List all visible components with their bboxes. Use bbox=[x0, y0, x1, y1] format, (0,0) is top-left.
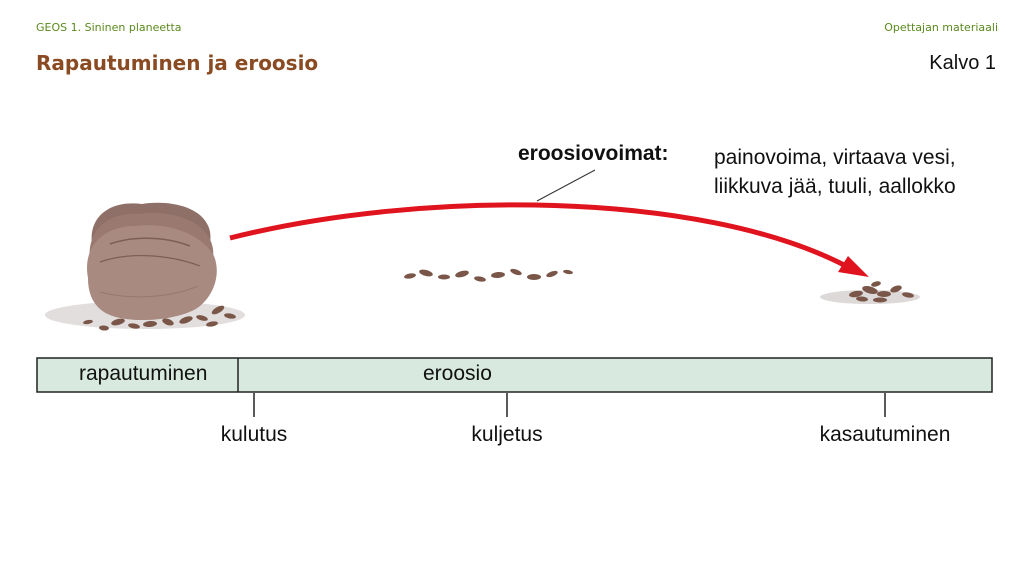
deposit-shadow bbox=[820, 290, 920, 304]
erosion-forces-list: painovoima, virtaava vesi, liikkuva jää,… bbox=[714, 143, 956, 201]
deposited-sediment bbox=[849, 281, 914, 303]
erosion-label: eroosio bbox=[423, 362, 492, 385]
erosion-arrow bbox=[229, 202, 848, 269]
weathering-label: rapautuminen bbox=[79, 362, 208, 385]
erosion-forces-line-1: painovoima, virtaava vesi, bbox=[714, 146, 956, 169]
course-name: GEOS 1. Sininen planeetta bbox=[36, 21, 182, 34]
material-label: Opettajan materiaali bbox=[884, 21, 998, 34]
erosion-forces-label: eroosiovoimat: bbox=[518, 142, 669, 165]
erosion-arrowhead bbox=[838, 256, 869, 277]
erosion-forces-line-2: liikkuva jää, tuuli, aallokko bbox=[714, 175, 956, 198]
stage-kasautuminen: kasautuminen bbox=[819, 423, 951, 446]
weathered-rock bbox=[87, 202, 217, 321]
slide-number: Kalvo 1 bbox=[929, 52, 996, 74]
process-bar bbox=[36, 357, 993, 393]
stage-kuljetus: kuljetus bbox=[471, 423, 543, 446]
rock-fragments bbox=[83, 305, 236, 331]
page-title: Rapautuminen ja eroosio bbox=[36, 51, 319, 75]
label-pointer-line bbox=[536, 169, 596, 202]
transported-debris bbox=[404, 268, 573, 282]
stage-kulutus: kulutus bbox=[220, 423, 288, 446]
